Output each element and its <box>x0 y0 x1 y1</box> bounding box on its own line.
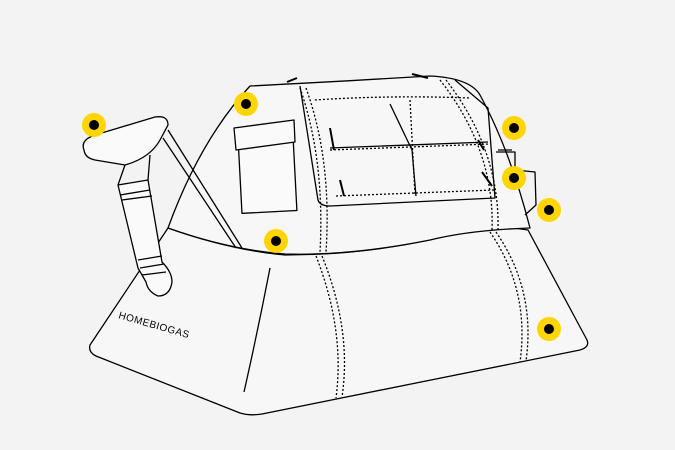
hotspot-connector[interactable] <box>537 198 561 222</box>
pocket-flap <box>233 119 296 151</box>
hotspot-base-tank[interactable] <box>537 317 561 341</box>
ties <box>286 73 493 197</box>
hotspot-inlet[interactable] <box>82 113 106 137</box>
panel-lines <box>329 103 489 197</box>
base-fold <box>243 267 271 393</box>
hotspot-gas-bag[interactable] <box>264 229 288 253</box>
inlet-pipe <box>117 179 173 297</box>
tube-line <box>162 129 243 249</box>
top-panel <box>299 79 496 207</box>
pipe-rings <box>117 154 167 276</box>
base-tank <box>88 226 589 416</box>
inlet-funnel <box>82 116 169 166</box>
hotspot-pocket[interactable] <box>234 92 258 116</box>
hotspot-top-panel[interactable] <box>502 116 526 140</box>
hotspot-ties[interactable] <box>502 166 526 190</box>
side-connector <box>496 149 537 216</box>
